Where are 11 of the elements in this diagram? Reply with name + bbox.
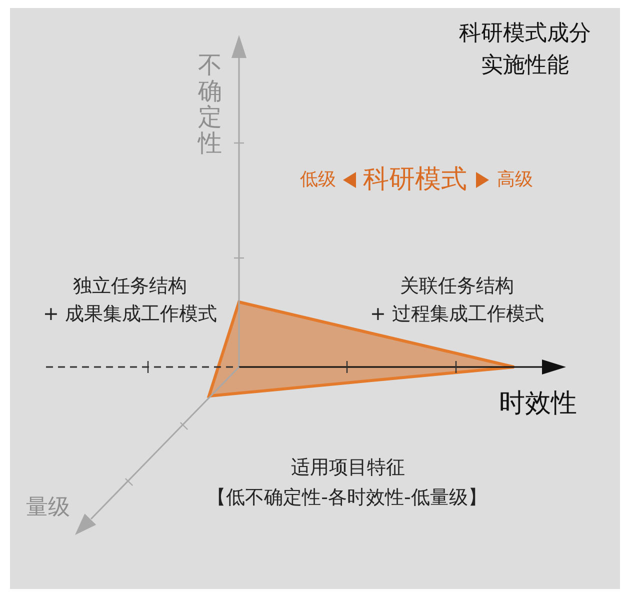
note-text: 【低不确定性-各时效性-低量级】 bbox=[207, 486, 487, 510]
axis-label: 不确定性 bbox=[197, 52, 223, 156]
region-label: 独立任务结构 + 成果集成工作模式 bbox=[43, 274, 217, 327]
axis-label: 时效性 bbox=[499, 388, 577, 420]
scale-label: 科研模式 bbox=[363, 164, 467, 196]
axis-label: 量级 bbox=[26, 494, 70, 522]
chart-title: 科研模式成分实施性能 bbox=[458, 20, 592, 80]
scale-end-label: 高级 bbox=[497, 169, 533, 191]
note-heading: 适用项目特征 bbox=[291, 456, 405, 480]
scale-end-label: 低级 bbox=[300, 169, 336, 191]
region-label: 关联任务结构 + 过程集成工作模式 bbox=[370, 274, 544, 327]
